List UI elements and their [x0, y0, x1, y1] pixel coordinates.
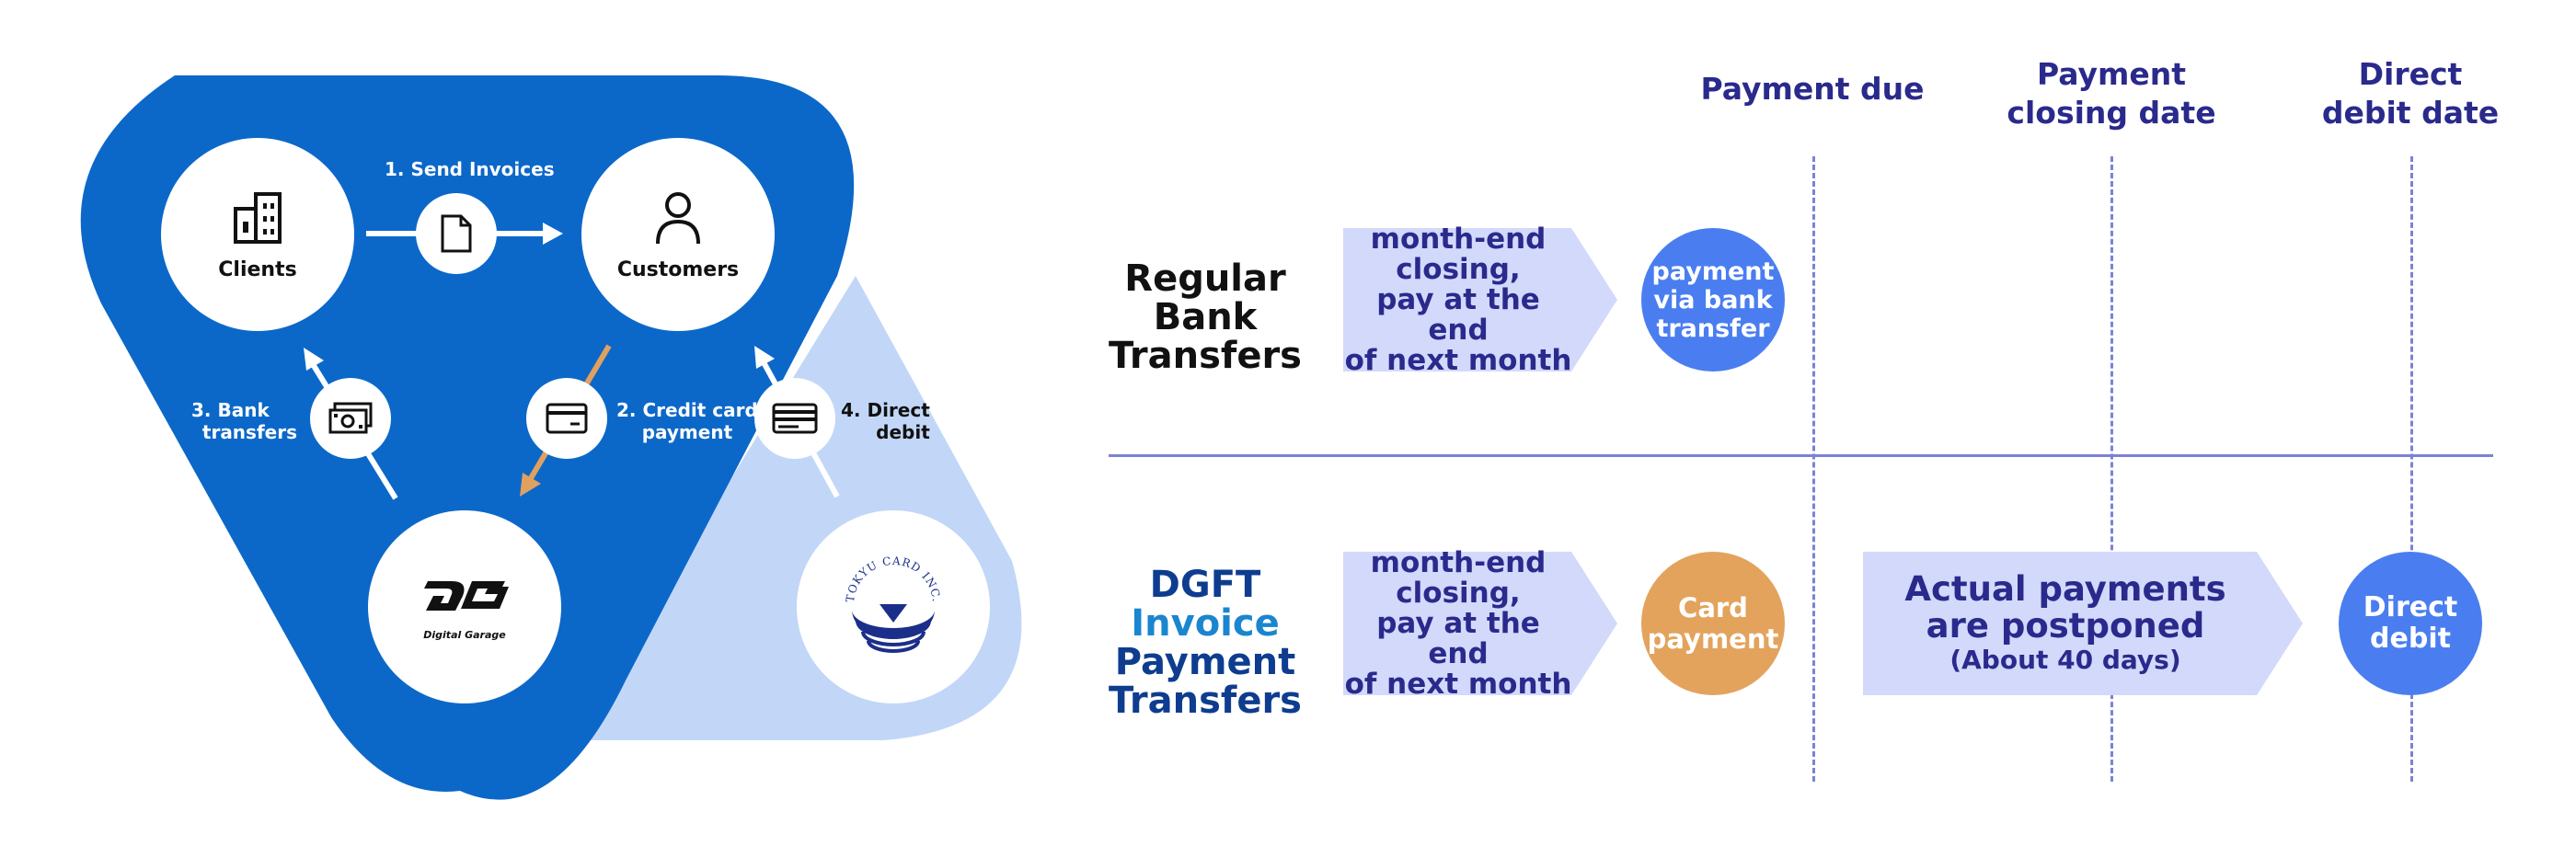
regular-chevron-line4: of next month: [1344, 343, 1572, 377]
customers-node: Customers: [581, 138, 775, 331]
dgft-title-line1: DGFT Invoice: [1076, 566, 1334, 643]
direct-debit-label-line1: 4. Direct: [841, 399, 930, 421]
credit-card-arrowhead: [520, 473, 541, 497]
postponed-chevron-text: Actual payments are postponed (About 40 …: [1863, 552, 2268, 695]
direct-debit-circle-line1: Direct: [2363, 591, 2458, 623]
direct-debit-line: [2410, 156, 2413, 782]
document-icon-ring: [416, 193, 497, 274]
credit-card-icon: [546, 403, 588, 434]
postponed-line2: are postponed: [1926, 606, 2205, 646]
dgft-chevron-line4: of next month: [1344, 667, 1572, 701]
direct-debit-circle-line2: debit: [2370, 623, 2451, 655]
payment-closing-line: [2110, 156, 2113, 782]
credit-card-label-line1: 2. Credit card: [616, 399, 758, 421]
credit-card-icon-ring: [526, 378, 607, 459]
bank-transfers-label-line1: 3. Bank: [191, 399, 270, 421]
regular-bank-transfers-title: Regular Bank Transfers: [1076, 259, 1334, 375]
dgft-chevron-line3: pay at the end: [1376, 606, 1540, 670]
direct-debit-circle: Direct debit: [2339, 552, 2482, 695]
bank-transfer-circle: payment via bank transfer: [1641, 228, 1785, 372]
direct-debit-icon-ring: [754, 378, 835, 459]
direct-debit-label: 4. Direct debit: [841, 399, 930, 443]
dgft-chevron-line1: month-end: [1370, 545, 1547, 579]
regular-chevron-line1: month-end: [1370, 222, 1547, 256]
clients-label: Clients: [218, 257, 297, 281]
cash-icon-ring: [310, 378, 391, 459]
digital-garage-logo: [424, 580, 509, 611]
header-direct-debit-line2: debit date: [2321, 95, 2500, 131]
postponed-chevron-shape: [1863, 552, 2303, 695]
clients-node: Clients: [161, 138, 354, 331]
tokyu-card-logo: TOKYU CARD INC.: [844, 554, 942, 653]
dgft-chevron-shape: [1343, 552, 1617, 695]
bank-transfers-label: 3. Bank transfers: [191, 399, 297, 443]
payment-flow-diagram: Clients Customers Digital Garage TOKYU C…: [0, 0, 1049, 846]
dgft-title-line3: Transfers: [1109, 680, 1302, 722]
regular-title-line2: Transfers: [1109, 335, 1302, 377]
header-direct-debit-line1: Direct: [2358, 56, 2463, 92]
dgft-chevron-text: month-end closing, pay at the end of nex…: [1343, 547, 1573, 699]
card-payment-circle-line2: payment: [1647, 623, 1779, 655]
dgft-title-line2: Payment: [1114, 641, 1296, 683]
direct-debit-label-line2: debit: [876, 421, 930, 443]
credit-card-label-line2: payment: [641, 421, 733, 443]
direct-debit-arrowhead: [754, 346, 775, 369]
header-direct-debit-date: Direct debit date: [2272, 55, 2548, 132]
bank-transfer-circle-line2: via bank: [1653, 285, 1773, 314]
customers-label: Customers: [616, 257, 740, 281]
regular-chevron-line2: closing,: [1396, 252, 1521, 286]
send-invoices-label: 1. Send Invoices: [385, 158, 555, 180]
send-invoices-arrowhead: [543, 223, 563, 245]
bank-transfer-arrowhead: [304, 348, 324, 371]
dgft-word: DGFT: [1149, 564, 1261, 606]
building-icon: [234, 191, 282, 244]
regular-chevron-line3: pay at the end: [1376, 282, 1540, 347]
regular-chevron-shape: [1343, 228, 1617, 372]
dgft-chevron-line2: closing,: [1396, 576, 1521, 610]
digital-garage-node: Digital Garage: [368, 510, 561, 703]
credit-card-label: 2. Credit card payment: [616, 399, 758, 443]
digital-garage-text: Digital Garage: [423, 628, 506, 641]
header-payment-closing-line2: closing date: [2007, 95, 2216, 131]
card-payment-circle: Card payment: [1641, 552, 1785, 695]
invoice-word: Invoice: [1131, 602, 1280, 645]
bank-transfers-label-line2: transfers: [201, 421, 297, 443]
document-icon: [441, 214, 472, 253]
regular-chevron-text: month-end closing, pay at the end of nex…: [1343, 223, 1573, 375]
postponed-line1: Actual payments: [1904, 569, 2226, 609]
tokyu-card-node: TOKYU CARD INC.: [797, 510, 990, 703]
card-payment-circle-line1: Card: [1678, 592, 1748, 623]
dgft-invoice-title: DGFT Invoice Payment Transfers: [1076, 566, 1334, 720]
person-icon: [656, 191, 700, 244]
header-payment-closing-date: Payment closing date: [1973, 55, 2249, 132]
bank-transfer-circle-line3: transfer: [1656, 314, 1770, 343]
regular-title-line1: Regular Bank: [1124, 257, 1286, 338]
card-stack-icon: [772, 403, 818, 434]
cash-icon: [328, 402, 373, 434]
header-payment-closing-line1: Payment: [2036, 56, 2187, 92]
header-payment-due: Payment due: [1700, 71, 1925, 107]
bank-transfer-circle-line1: payment: [1651, 257, 1775, 286]
postponed-line3: (About 40 days): [1949, 645, 2181, 675]
row-divider: [1109, 454, 2493, 457]
payment-due-line: [1812, 156, 1815, 782]
